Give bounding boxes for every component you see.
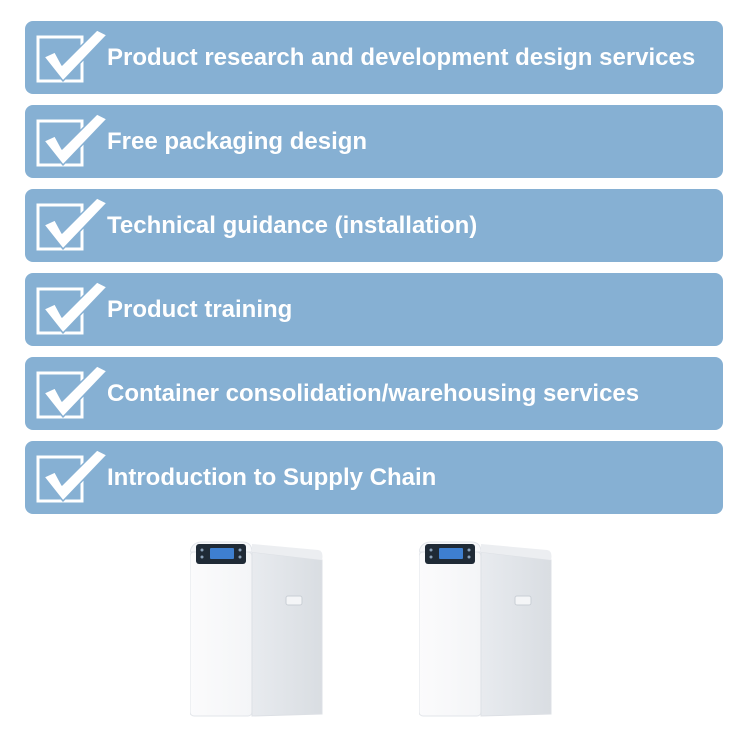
- checkmark-icon: [35, 111, 109, 171]
- checkmark-icon: [35, 447, 109, 507]
- checkmark-icon: [35, 363, 109, 423]
- service-item-rnd-design: Product research and development design …: [25, 21, 723, 94]
- service-list: Product research and development design …: [25, 21, 723, 525]
- product-images: [0, 530, 750, 750]
- checkmark-icon: [35, 279, 109, 339]
- service-item-packaging-design: Free packaging design: [25, 105, 723, 178]
- service-label: Free packaging design: [107, 128, 368, 155]
- service-item-product-training: Product training: [25, 273, 723, 346]
- service-label: Technical guidance (installation): [107, 212, 478, 239]
- service-item-technical-guidance: Technical guidance (installation): [25, 189, 723, 262]
- service-label: Introduction to Supply Chain: [107, 464, 437, 491]
- service-item-supply-chain: Introduction to Supply Chain: [25, 441, 723, 514]
- checkmark-icon: [35, 27, 109, 87]
- product-image-right: [418, 538, 559, 725]
- checkmark-icon: [35, 195, 109, 255]
- service-label: Product training: [107, 296, 293, 323]
- service-label: Container consolidation/warehousing serv…: [107, 380, 640, 407]
- product-image-left: [189, 538, 330, 725]
- service-item-container-consolidation: Container consolidation/warehousing serv…: [25, 357, 723, 430]
- service-label: Product research and development design …: [107, 44, 696, 71]
